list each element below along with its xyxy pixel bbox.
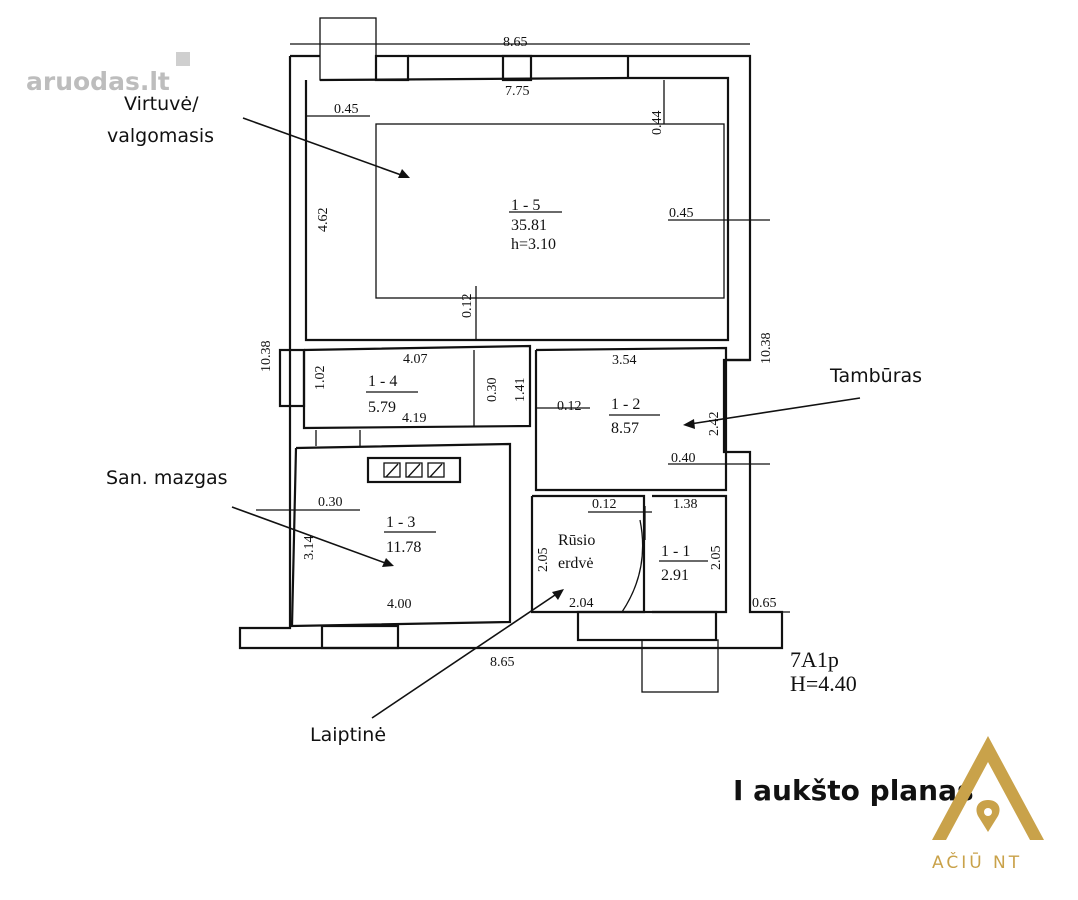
callouts: Virtuvė/ valgomasis Tambūras San. mazgas…	[106, 93, 922, 746]
vent-slot-2	[405, 462, 423, 478]
plan-title: I aukšto planas	[733, 774, 974, 807]
dim-r12-height: 2.42	[707, 412, 722, 437]
vent-hatch-3	[429, 463, 443, 478]
arrow-bathroom-head	[382, 558, 394, 567]
room-13-area: 11.78	[386, 539, 421, 556]
window-top-mid	[501, 54, 533, 82]
window-bottom-left	[320, 624, 400, 650]
vent-slot-1	[383, 462, 401, 478]
logo-text: AČIŪ NT	[932, 851, 1022, 873]
arrow-kitchen	[242, 117, 405, 177]
entrance-step	[576, 610, 718, 642]
vent-grille	[366, 456, 462, 484]
dim-r13-wall: 0.30	[318, 495, 343, 510]
pin-dot	[984, 808, 992, 816]
aciu-nt-logo: AČIŪ NT	[932, 736, 1044, 873]
callout-vestibule: Tambūras	[829, 365, 922, 387]
arrow-kitchen-head	[398, 169, 410, 178]
dim-right-total: 10.38	[759, 333, 774, 365]
dim-r14-width: 4.07	[403, 352, 428, 367]
dim-r14-wall: 0.30	[485, 378, 500, 403]
arrow-stairs-head	[552, 589, 564, 600]
chimney	[319, 17, 377, 81]
room-14-id: 1 - 4	[368, 373, 397, 390]
dim-r12-wall: 0.12	[557, 399, 582, 414]
arrow-vestibule-head	[683, 419, 695, 429]
dim-storage-height: 2.05	[536, 548, 551, 573]
dim-r15-height: 4.62	[316, 208, 331, 233]
vent-hatch-1	[385, 463, 399, 478]
dim-left-total: 10.38	[259, 341, 274, 373]
logo-a-shape	[932, 736, 1044, 840]
storage-label-1: Rūsio	[558, 532, 595, 549]
room-labels: 1 - 5 35.81 h=3.10 1 - 4 5.79 1 - 2 8.57…	[366, 197, 708, 584]
window-top-left	[374, 54, 410, 82]
dim-r13-width: 4.00	[387, 597, 412, 612]
room-15-id: 1 - 5	[511, 197, 540, 214]
room-12-id: 1 - 2	[611, 396, 640, 413]
vent-hatch-2	[407, 463, 421, 478]
dim-r15-bottom: 0.12	[460, 294, 475, 319]
interior-walls	[278, 344, 750, 693]
arrow-stairs	[371, 592, 559, 719]
room-12-walls	[534, 346, 728, 492]
dim-left-offset: 0.45	[334, 102, 359, 117]
dim-top-inner: 7.75	[505, 84, 530, 99]
dim-top-right: 0.44	[650, 111, 665, 136]
room-13-walls	[290, 442, 512, 628]
dimension-lines	[256, 43, 790, 613]
callout-bathroom: San. mazgas	[106, 467, 228, 489]
aruodas-watermark: aruodas.lt	[26, 52, 190, 96]
dim-bottom-total: 8.65	[490, 655, 515, 670]
dim-r13-height: 3.14	[302, 536, 317, 561]
room-15-outline	[375, 123, 725, 299]
dim-r14-bottom: 4.19	[402, 411, 427, 426]
room-11-area: 2.91	[661, 567, 689, 584]
dim-r12-step: 0.40	[671, 451, 696, 466]
room-14-area: 5.79	[368, 399, 396, 416]
building-code: 7A1p	[790, 647, 839, 672]
callout-stairs: Laiptinė	[310, 724, 386, 746]
building-height: H=4.40	[790, 671, 857, 696]
callout-kitchen-2: valgomasis	[107, 125, 214, 147]
dim-r11-width: 1.38	[673, 497, 698, 512]
room-12-area: 8.57	[611, 420, 639, 437]
dim-r11-height: 2.05	[709, 546, 724, 571]
watermark-text: aruodas.lt	[26, 67, 170, 96]
callout-kitchen-1: Virtuvė/	[124, 93, 199, 115]
dim-storage-wall: 0.12	[592, 497, 617, 512]
room-11-id: 1 - 1	[661, 543, 690, 560]
dim-r14-height: 1.02	[313, 366, 328, 391]
dim-r15-right: 0.45	[669, 206, 694, 221]
room-15-height: h=3.10	[511, 236, 556, 253]
arrow-bathroom	[231, 506, 389, 565]
dim-r14-side: 1.41	[513, 378, 528, 403]
porch	[641, 639, 719, 693]
dim-storage-width: 2.04	[569, 596, 594, 611]
outer-wall-inner	[304, 76, 730, 342]
storage-label-2: erdvė	[558, 555, 594, 572]
arrow-vestibule	[689, 397, 861, 425]
room-14-walls	[302, 344, 532, 430]
dim-r12-width: 3.54	[612, 353, 637, 368]
dim-bottom-offset: 0.65	[752, 596, 777, 611]
left-wall-window	[278, 348, 306, 408]
watermark-house-icon	[176, 52, 190, 66]
dimension-labels: 8.65 7.75 0.45 0.44 4.62 0.45 0.12 10.38…	[259, 35, 777, 670]
room-13-id: 1 - 3	[386, 514, 415, 531]
door-swing	[621, 519, 644, 613]
dim-top-total: 8.65	[503, 35, 528, 50]
room-15-area: 35.81	[511, 217, 547, 234]
vent-slot-3	[427, 462, 445, 478]
